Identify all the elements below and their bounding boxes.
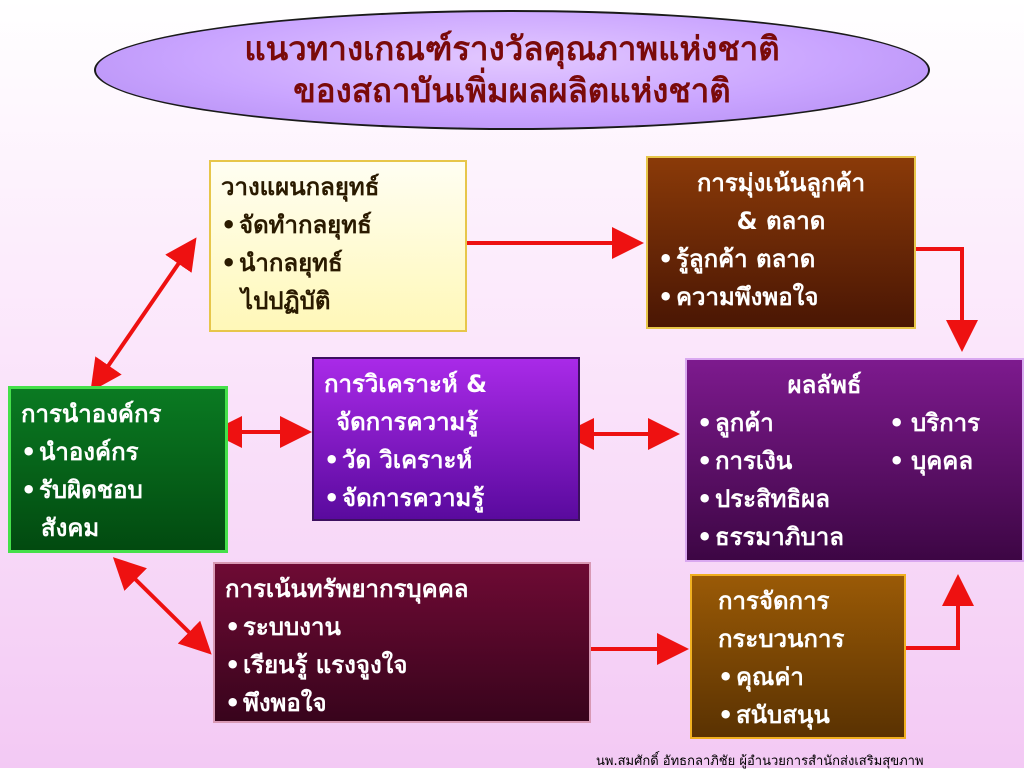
leadership-list: •นำองค์กร •รับผิดชอบ สังคม (21, 433, 215, 547)
strategy-box: วางแผนกลยุทธ์ •จัดทำกลยุทธ์ •นำกลยุทธ์ ไ… (209, 160, 467, 332)
arrow-leadership-strategy (90, 237, 197, 392)
results-list: •ลูกค้า •บริการ •การเงิน •บุคคล •ประสิทธ… (697, 404, 1012, 556)
list-item: •สนับสนุน (718, 701, 830, 729)
list-item: •เรียนรู้ แรงจูงใจ (225, 651, 408, 679)
list-item: •วัด วิเคราะห์ (324, 446, 473, 474)
process-list: •คุณค่า •สนับสนุน (702, 658, 894, 734)
list-item: •ธรรมาภิบาล (697, 523, 844, 551)
hr-heading: การเน้นทรัพยากรบุคคล (225, 575, 469, 603)
analysis-heading-2: จัดการความรู้ (336, 408, 479, 436)
list-item: •นำองค์กร (21, 438, 139, 466)
analysis-box: การวิเคราะห์ & จัดการความรู้ •วัด วิเครา… (312, 357, 580, 521)
analysis-list: •วัด วิเคราะห์ •จัดการความรู้ (324, 441, 568, 517)
list-item: •รู้ลูกค้า ตลาด (658, 245, 816, 273)
title-line-2: ของสถาบันเพิ่มผลผลิตแห่งชาติ (293, 71, 731, 110)
leadership-heading: การนำองค์กร (21, 400, 162, 428)
arrow-leadership-hr (112, 557, 212, 655)
list-item: •นำกลยุทธ์ (221, 249, 343, 277)
list-item: •ความพึงพอใจ (658, 283, 819, 311)
list-item: •ระบบงาน (225, 613, 341, 641)
customer-heading-2: & ตลาด (736, 207, 826, 235)
arrow-process-results (906, 574, 974, 650)
results-box: ผลลัพธ์ •ลูกค้า •บริการ •การเงิน •บุคคล … (685, 358, 1024, 562)
list-item: •จัดทำกลยุทธ์ (221, 211, 372, 239)
customer-heading-1: การมุ่งเน้นลูกค้า (696, 169, 866, 197)
process-box: การจัดการ กระบวนการ •คุณค่า •สนับสนุน (690, 574, 906, 739)
title-line-1: แนวทางเกณฑ์รางวัลคุณภาพแห่งชาติ (244, 29, 780, 68)
arrow-customer-results (916, 247, 978, 352)
customer-box: การมุ่งเน้นลูกค้า & ตลาด •รู้ลูกค้า ตลาด… (646, 156, 916, 329)
list-item-continuation: ไปปฏิบัติ (241, 287, 331, 315)
list-item: •พึงพอใจ (225, 689, 327, 717)
list-item: •คุณค่า (718, 663, 804, 691)
strategy-heading: วางแผนกลยุทธ์ (221, 173, 380, 201)
footer-credit: นพ.สมศักดิ์ อัทธกลาภิชัย ผู้อำนวยการสำนั… (596, 754, 924, 769)
list-item: •บุคคล (889, 447, 974, 475)
list-item: •บริการ (889, 409, 981, 437)
list-item: •การเงิน (697, 447, 793, 475)
list-item: •ประสิทธิผล (697, 485, 830, 513)
list-item: •จัดการความรู้ (324, 484, 485, 512)
strategy-list: •จัดทำกลยุทธ์ •นำกลยุทธ์ ไปปฏิบัติ (221, 206, 455, 320)
list-item: •ลูกค้า (697, 409, 774, 437)
customer-list: •รู้ลูกค้า ตลาด •ความพึงพอใจ (658, 240, 904, 316)
process-heading-1: การจัดการ (718, 587, 830, 615)
hr-box: การเน้นทรัพยากรบุคคล •ระบบงาน •เรียนรู้ … (213, 562, 591, 723)
results-heading: ผลลัพธ์ (787, 371, 862, 399)
title-banner: แนวทางเกณฑ์รางวัลคุณภาพแห่งชาติ ของสถาบั… (94, 10, 930, 130)
list-item: •รับผิดชอบ (21, 476, 143, 504)
process-heading-2: กระบวนการ (718, 625, 845, 653)
analysis-heading-1: การวิเคราะห์ & (324, 370, 487, 398)
list-item-continuation: สังคม (41, 514, 100, 542)
hr-list: •ระบบงาน •เรียนรู้ แรงจูงใจ •พึงพอใจ (225, 608, 579, 721)
leadership-box: การนำองค์กร •นำองค์กร •รับผิดชอบ สังคม (8, 386, 228, 553)
